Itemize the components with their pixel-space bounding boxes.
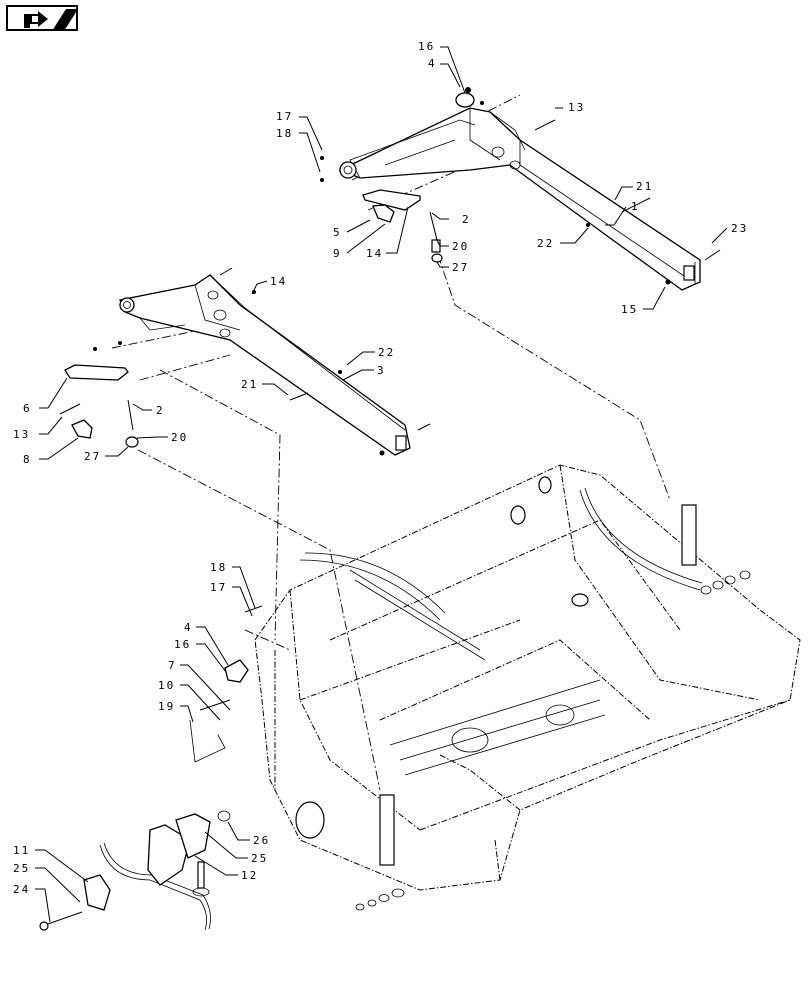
callout-leaders [35, 46, 728, 923]
callout-16-top: 16 [418, 40, 435, 53]
callout-20-mid: 20 [171, 431, 188, 444]
callout-4-top: 4 [428, 57, 437, 70]
callout-25-bot-left: 25 [13, 862, 30, 875]
callout-3-mid: 3 [377, 364, 386, 377]
upper-arm-assembly [320, 87, 721, 291]
callout-14-mid: 14 [270, 275, 287, 288]
callout-7-low: 7 [168, 659, 177, 672]
bottom-guard-parts [39, 810, 231, 931]
callout-19-low: 19 [158, 700, 175, 713]
callout-26-bot: 26 [253, 834, 270, 847]
page-back-button[interactable] [6, 5, 78, 31]
callout-8-mid: 8 [23, 453, 32, 466]
callout-2-mid: 2 [156, 404, 165, 417]
callout-16-low: 16 [174, 638, 191, 651]
header-frame [189, 464, 801, 911]
callout-2-top: 2 [462, 213, 471, 226]
callout-20-top: 20 [452, 240, 469, 253]
callout-12-bot: 12 [241, 869, 258, 882]
callout-13-top: 13 [568, 101, 585, 114]
alignment-lines [111, 94, 671, 791]
callout-14-top: 14 [366, 247, 383, 260]
callout-5-top: 5 [333, 226, 342, 239]
callout-11-bot: 11 [13, 844, 30, 857]
callout-15-top: 15 [621, 303, 638, 316]
callout-22-mid: 22 [378, 346, 395, 359]
callout-1-top: 1 [631, 200, 640, 213]
callout-22-top: 22 [537, 237, 554, 250]
callout-17-top: 17 [276, 110, 293, 123]
middle-arm-assembly [59, 267, 431, 456]
callout-24-bot: 24 [13, 883, 30, 896]
callout-27-top: 27 [452, 261, 469, 274]
callout-10-low: 10 [158, 679, 175, 692]
page-back-arrow-icon [24, 9, 78, 31]
callout-17-low: 17 [210, 581, 227, 594]
callout-13-mid: 13 [13, 428, 30, 441]
callout-21-top: 21 [636, 180, 653, 193]
callout-23-top: 23 [731, 222, 748, 235]
callout-25-bot-right: 25 [251, 852, 268, 865]
callout-18-low: 18 [210, 561, 227, 574]
callout-18-top: 18 [276, 127, 293, 140]
callout-numbers: 16 4 13 17 18 21 1 23 22 15 5 9 14 2 20 … [13, 40, 748, 896]
callout-4-low: 4 [184, 621, 193, 634]
callout-9-top: 9 [333, 247, 342, 260]
callout-21-mid: 21 [241, 378, 258, 391]
callout-6-mid: 6 [23, 402, 32, 415]
callout-27-mid: 27 [84, 450, 101, 463]
